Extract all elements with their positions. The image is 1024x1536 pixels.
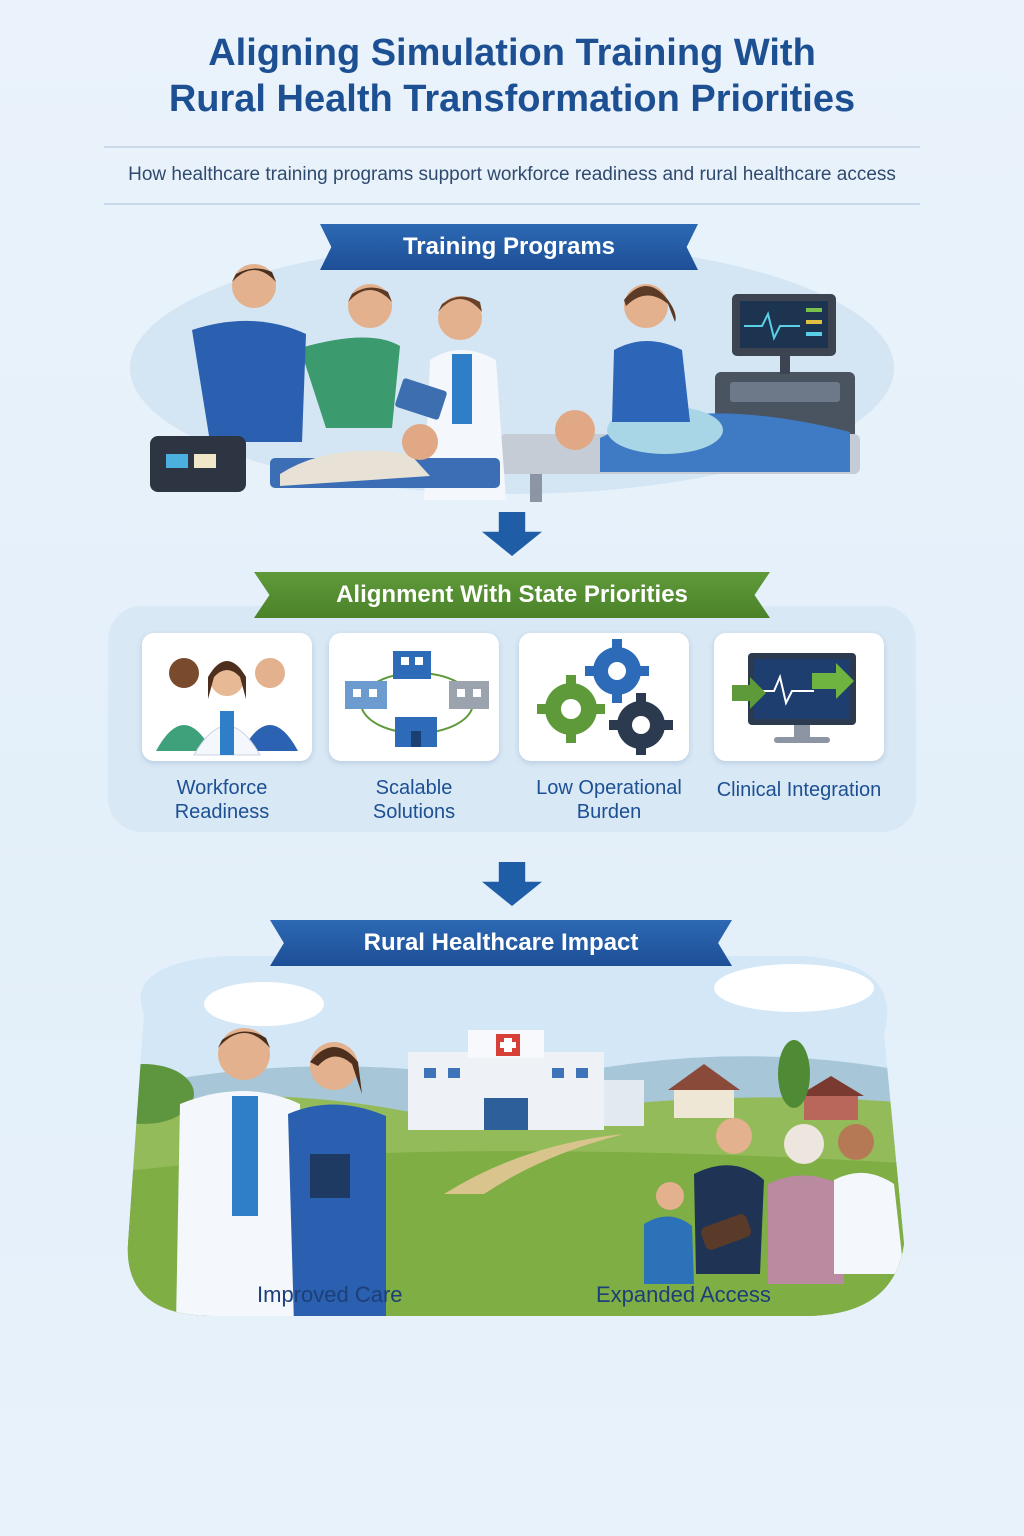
banner-alignment: Alignment With State Priorities (254, 572, 770, 618)
hospital-icon (408, 1030, 644, 1130)
rural-impact-illustration (127, 956, 905, 1316)
title-line-2: Rural Health Transformation Priorities (168, 78, 856, 120)
page-title: Aligning Simulation Training With Rural … (0, 30, 1024, 122)
page-subtitle: How healthcare training programs support… (128, 164, 896, 185)
medical-bag-icon (150, 436, 246, 492)
caption-expanded-access: Expanded Access (596, 1282, 771, 1307)
workforce-icon (156, 658, 298, 756)
card-label-clinical: Clinical Integration (716, 779, 882, 801)
card-label-low-operational: Low Operational Burden (536, 777, 682, 823)
down-arrow-icon (482, 862, 542, 906)
card-low-operational-burden (519, 633, 689, 761)
banner-training-programs: Training Programs (320, 224, 698, 270)
caption-improved-care: Improved Care (257, 1282, 403, 1307)
card-workforce-readiness (142, 633, 312, 761)
card-clinical-integration (714, 633, 884, 761)
divider-bottom (104, 203, 920, 205)
card-scalable-solutions (329, 633, 499, 761)
gears-icon (537, 639, 673, 755)
banner-rural-impact: Rural Healthcare Impact (270, 920, 732, 966)
divider-top (104, 146, 920, 148)
card-label-scalable: Scalable Solutions (372, 777, 456, 823)
network-icon (345, 651, 489, 747)
monitor-icon (732, 653, 856, 743)
training-illustration (130, 242, 894, 502)
down-arrow-icon (482, 512, 542, 556)
card-label-workforce: Workforce Readiness (174, 777, 270, 823)
title-line-1: Aligning Simulation Training With (208, 32, 816, 74)
